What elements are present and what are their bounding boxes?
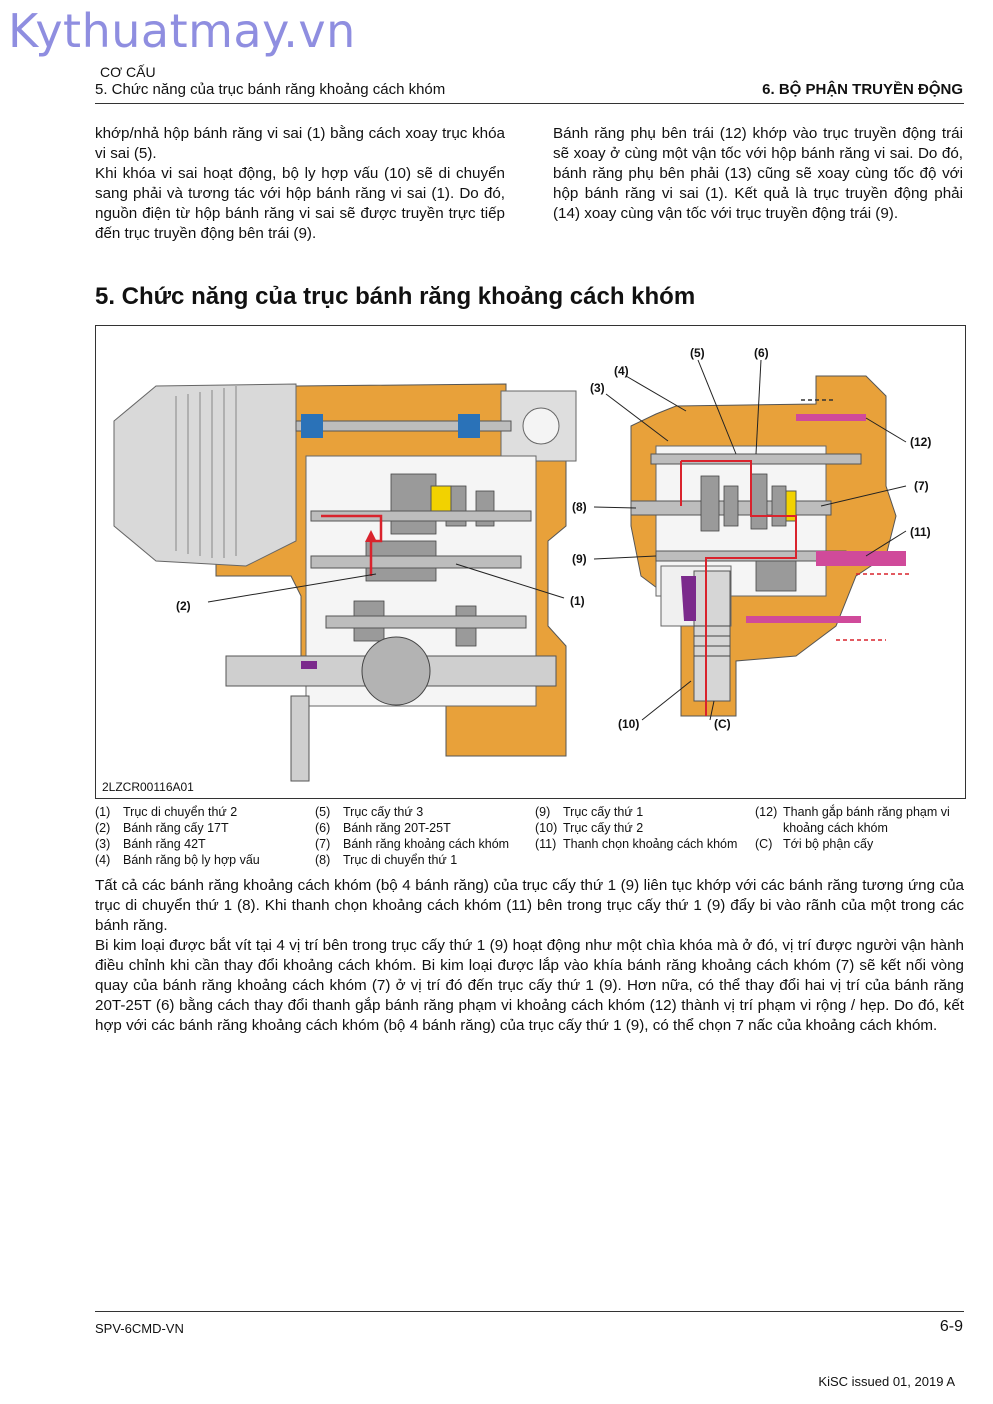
section-title: 5. Chức năng của trục bánh răng khoảng c… [95,283,696,310]
legend-item: (3)Bánh răng 42T [95,837,206,851]
callout-7: (7) [914,479,929,493]
legend-item: (6)Bánh răng 20T-25T [315,821,451,835]
left-section-drawing [113,383,577,782]
issue-note: KiSC issued 01, 2019 A [818,1374,955,1389]
header-section: 5. Chức năng của trục bánh răng khoảng c… [95,81,446,98]
gearbox-figure: (2) (1) (3) (4) (5) (6) (12) (7) (8) (9)… [95,325,966,799]
legend-column: (5)Trục cấy thứ 3 (6)Bánh răng 20T-25T (… [315,804,530,868]
callout-5: (5) [690,346,705,360]
callout-6: (6) [754,346,769,360]
legend-column: (1)Trục di chuyển thứ 2 (2)Bánh răng cấy… [95,804,310,868]
legend-item: (10)Trục cấy thứ 2 [535,821,644,835]
callout-12: (12) [910,435,931,449]
intro-left-column: khớp/nhả hộp bánh răng vi sai (1) bằng c… [95,124,505,244]
legend-item: (12)Thanh gắp bánh răng phạm vi khoảng c… [755,805,950,835]
footer-divider [95,1311,964,1312]
legend-item: (4)Bánh răng bộ ly hợp vấu [95,853,260,867]
legend-column: (9)Trục cấy thứ 1 (10)Trục cấy thứ 2 (11… [535,804,750,852]
page-number: 6-9 [939,1318,963,1335]
header-chapter: CƠ CẤU [100,64,156,80]
legend-item: (9)Trục cấy thứ 1 [535,805,644,819]
intro-right-column: Bánh răng phụ bên trái (12) khớp vào trụ… [553,124,963,224]
legend-item: (11)Thanh chọn khoảng cách khóm [535,837,738,851]
figure-code: 2LZCR00116A01 [102,780,194,794]
callout-3: (3) [590,381,605,395]
right-section-drawing [630,375,911,717]
legend-item: (8)Trục di chuyển thứ 1 [315,853,458,867]
watermark: Kythuatmay.vn [8,4,356,58]
body-text: Tất cả các bánh răng khoảng cách khóm (b… [95,876,964,1036]
legend-column: (12)Thanh gắp bánh răng phạm vi khoảng c… [755,804,965,852]
callout-1: (1) [570,594,585,608]
callout-8: (8) [572,500,587,514]
callout-9: (9) [572,552,587,566]
header-chapter-title: 6. BỘ PHẬN TRUYỀN ĐỘNG [762,81,963,98]
legend-item: (C)Tới bộ phận cấy [755,837,874,851]
body-paragraph: Bi kim loại được bắt vít tại 4 vị trí bê… [95,937,964,1034]
intro-paragraph: khớp/nhả hộp bánh răng vi sai (1) bằng c… [95,125,505,162]
gearbox-diagram: (2) (1) (3) (4) (5) (6) (12) (7) (8) (9)… [113,346,931,782]
callout-10: (10) [618,717,639,731]
footer-doc-code: SPV-6CMD-VN [95,1321,184,1336]
legend-item: (5)Trục cấy thứ 3 [315,805,424,819]
callout-4: (4) [614,364,629,378]
leader-lines [207,359,907,721]
legend-item: (7)Bánh răng khoảng cách khóm [315,837,510,851]
body-paragraph: Tất cả các bánh răng khoảng cách khóm (b… [95,877,964,934]
intro-paragraph: Bánh răng phụ bên trái (12) khớp vào trụ… [553,125,963,222]
callout-2: (2) [176,599,191,613]
callout-11: (11) [910,525,931,539]
legend-item: (1)Trục di chuyển thứ 2 [95,805,238,819]
legend-item: (2)Bánh răng cấy 17T [95,821,229,835]
intro-paragraph: Khi khóa vi sai hoạt động, bộ ly hợp vấu… [95,165,505,242]
callout-C: (C) [714,717,731,731]
header-divider [95,103,964,104]
